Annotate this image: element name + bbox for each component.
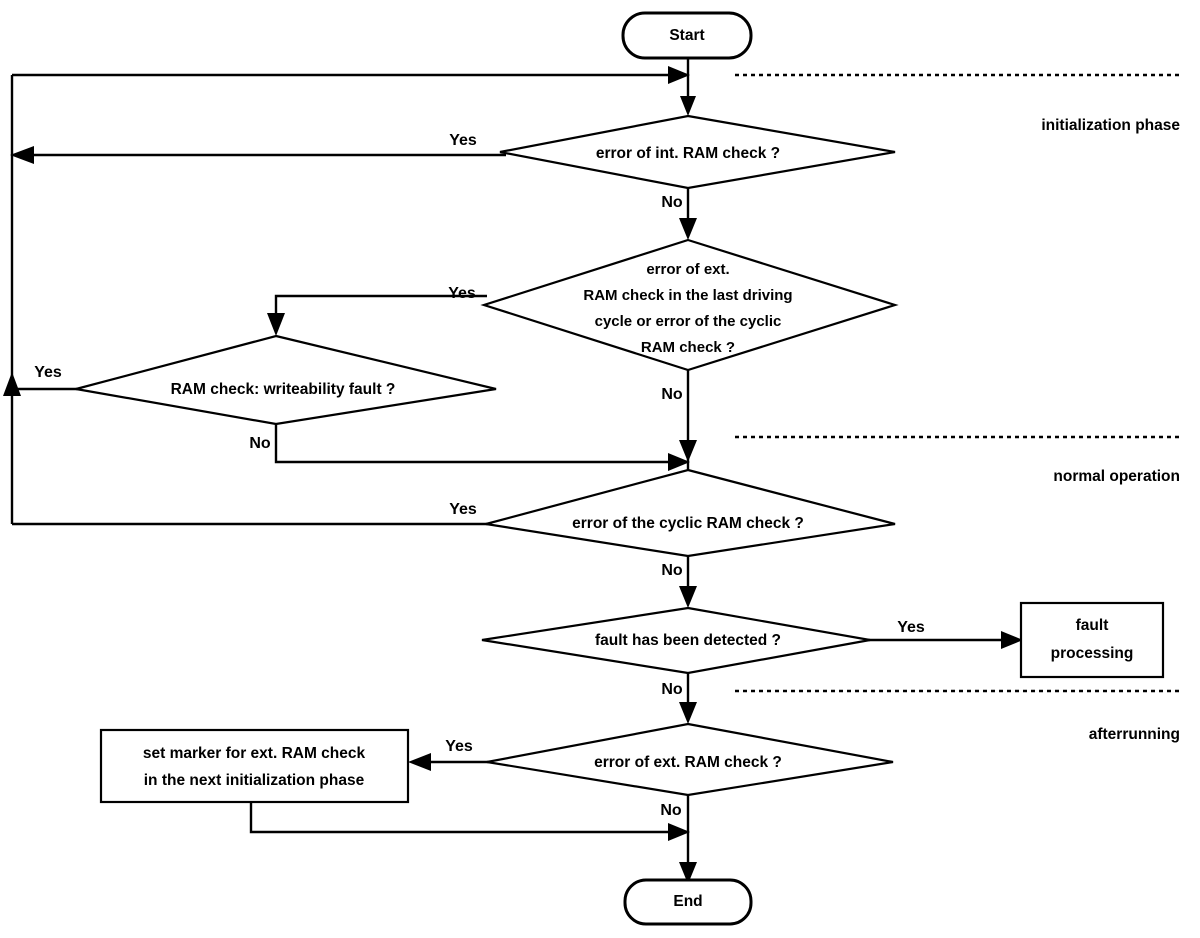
edge-label-writeability-yes: Yes <box>34 364 62 381</box>
node-decision-cyclic-ram-check[interactable] <box>485 468 896 558</box>
edge-label-ext-after-no: No <box>660 802 682 819</box>
edge-label-ext-after-yes: Yes <box>445 738 473 755</box>
arrow-into-writeability <box>267 313 285 336</box>
node-decision-ext-ram-check-after-label: error of ext. RAM check ? <box>594 754 782 771</box>
edge-set-marker-merge <box>249 802 672 834</box>
edge-label-writeability-no: No <box>249 435 271 452</box>
node-process-set-marker-line2: in the next initialization phase <box>144 772 365 789</box>
node-decision-cyclic-ram-check-label: error of the cyclic RAM check ? <box>572 515 804 532</box>
arrow-into-fault-detected <box>679 586 697 608</box>
arrow-into-ext-ram <box>679 218 697 240</box>
edge-label-cyclic-no: No <box>661 562 683 579</box>
phase-label-initialization: initialization phase <box>1041 117 1180 134</box>
node-decision-writeability-fault-label: RAM check: writeability fault ? <box>171 381 396 398</box>
node-decision-ext-ram-check-line2: RAM check in the last driving <box>583 287 792 304</box>
edge-label-ext-ram-no: No <box>661 386 683 403</box>
node-process-fault-processing-line1: fault <box>1076 617 1109 634</box>
arrow-into-int-ram <box>680 96 696 116</box>
arrow-writeability-no-merge <box>668 453 690 471</box>
edge-label-cyclic-yes: Yes <box>449 501 477 518</box>
edge-label-fault-yes: Yes <box>897 619 925 636</box>
node-decision-fault-detected-label: fault has been detected ? <box>595 632 781 649</box>
arrow-into-set-marker <box>408 753 431 771</box>
edge-label-int-ram-no: No <box>661 194 683 211</box>
edge-label-ext-ram-yes: Yes <box>448 285 476 302</box>
arrow-loopback-top-into-spine <box>668 66 690 84</box>
node-start[interactable] <box>621 11 753 60</box>
node-decision-ext-ram-check-line1: error of ext. <box>646 261 729 278</box>
node-process-fault-processing[interactable] <box>1019 601 1165 679</box>
edge-ext-ram-yes <box>274 294 487 316</box>
arrow-into-end <box>679 862 697 884</box>
node-process-set-marker-line1: set marker for ext. RAM check <box>143 745 366 762</box>
node-decision-int-ram-check-label: error of int. RAM check ? <box>596 145 780 162</box>
node-decision-ext-ram-check-after[interactable] <box>486 722 894 797</box>
node-process-set-marker[interactable] <box>99 728 410 804</box>
arrow-writeability-yes-up <box>3 372 21 396</box>
arrow-into-ext-ram-after <box>679 702 697 724</box>
node-decision-int-ram-check[interactable] <box>499 114 896 190</box>
edge-writeability-no <box>274 424 672 464</box>
arrow-int-ram-yes-left <box>10 146 34 164</box>
node-decision-ext-ram-check-line4: RAM check ? <box>641 339 735 356</box>
node-start-label: Start <box>669 27 704 44</box>
arrow-set-marker-merge <box>668 823 690 841</box>
node-end[interactable] <box>623 878 753 926</box>
node-decision-ext-ram-check[interactable] <box>480 238 899 372</box>
node-decision-writeability-fault[interactable] <box>75 334 497 426</box>
edge-label-int-ram-yes: Yes <box>449 132 477 149</box>
edge-label-fault-no: No <box>661 681 683 698</box>
node-process-fault-processing-line2: processing <box>1051 645 1134 662</box>
node-decision-fault-detected[interactable] <box>481 606 871 675</box>
arrow-into-fault-processing <box>1001 631 1023 649</box>
node-end-label: End <box>673 893 702 910</box>
phase-label-afterrunning: afterrunning <box>1089 726 1180 743</box>
phase-label-normal-operation: normal operation <box>1053 468 1180 485</box>
node-decision-ext-ram-check-line3: cycle or error of the cyclic <box>595 313 782 330</box>
